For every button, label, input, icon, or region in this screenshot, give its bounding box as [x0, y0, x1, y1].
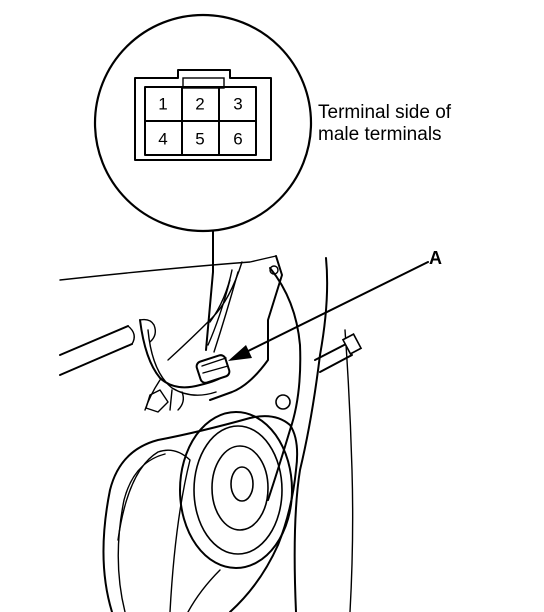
door-latch-rod-right: [314, 333, 363, 373]
harness-clip: [145, 389, 169, 413]
door-speaker: [102, 411, 299, 612]
speaker-housing-recess: [117, 449, 191, 612]
door-latch-rod-left: [59, 318, 157, 376]
connector-pin-grid: 1 2 3 4 5 6: [144, 86, 257, 156]
speaker-dust-cap: [230, 466, 254, 502]
magnifier-leader-line: [205, 230, 214, 351]
speaker-cone-outer-ring: [179, 411, 293, 569]
door-trim-upper-edge: [59, 255, 277, 281]
speaker-housing-outline: [102, 415, 299, 612]
pointer-arrowhead: [228, 345, 252, 361]
rod-end-fitting: [341, 333, 363, 355]
door-mount-hole-top: [269, 265, 279, 275]
speaker-wire-harness: [139, 271, 239, 413]
door-frame-beam-far: [344, 329, 354, 612]
terminal-side-callout-line-2: male terminals: [318, 124, 442, 145]
pin-cell-6: [218, 120, 257, 156]
pin-label-3: 3: [233, 94, 242, 113]
door-panel-inner-contour: [209, 269, 233, 323]
speaker-housing-bottom: [187, 569, 221, 612]
pin-label-6: 6: [233, 129, 242, 148]
pointer-arrow-a: [228, 261, 429, 361]
pin-label-1: 1: [158, 94, 167, 113]
connector-detail-view: 1 2 3 4 5 6: [93, 13, 313, 233]
speaker-cone: [211, 445, 269, 531]
connector-a-label: A: [429, 248, 442, 268]
speaker-cone-surround: [193, 425, 283, 555]
speaker-connector-a: [195, 354, 231, 384]
speaker-housing-lip: [117, 453, 166, 612]
door-frame-beam-outer: [293, 257, 329, 612]
terminal-side-callout-line-1: Terminal side of: [318, 102, 452, 123]
door-mount-hole: [275, 394, 291, 410]
magnifier-circle: [93, 13, 313, 233]
pin-label-4: 4: [158, 129, 167, 148]
connector-outline: [134, 69, 272, 161]
pin-label-2: 2: [195, 94, 204, 113]
pin-label-5: 5: [195, 129, 204, 148]
door-panel-outer-edge: [209, 255, 283, 401]
